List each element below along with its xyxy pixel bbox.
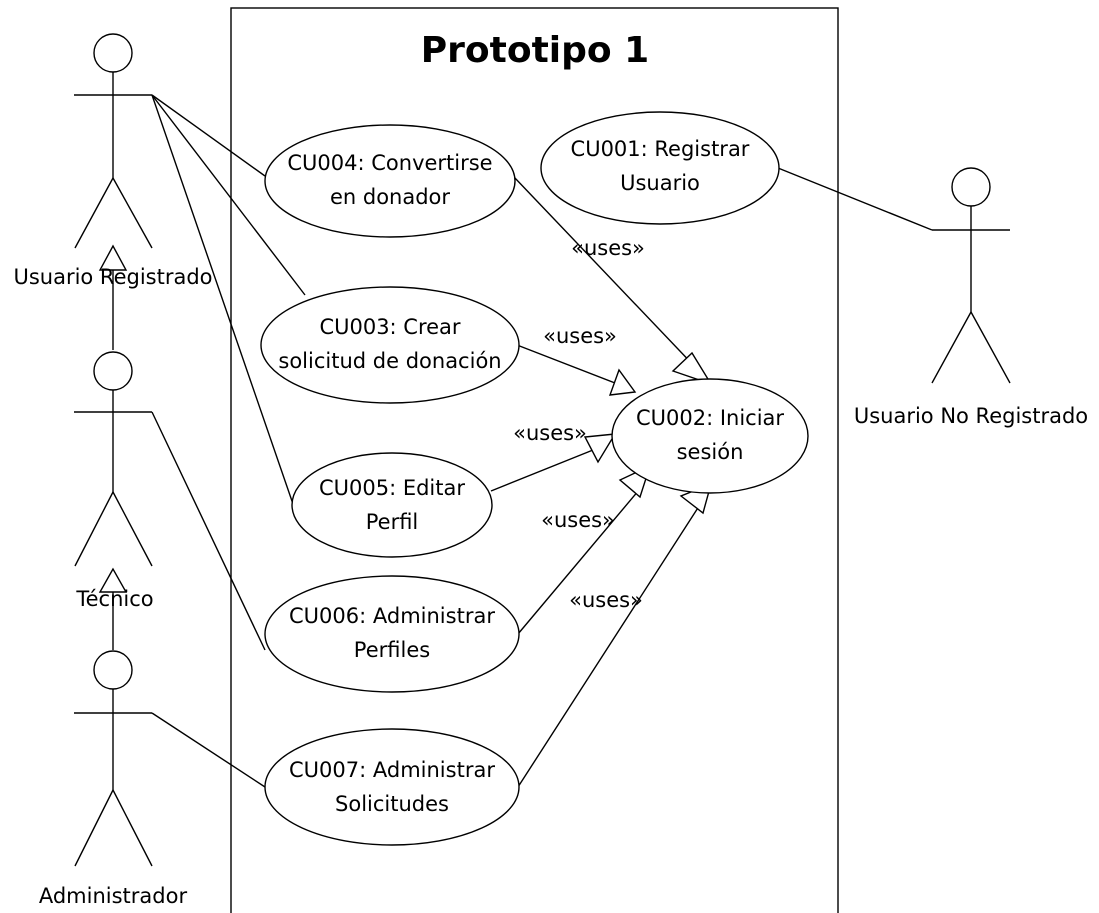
use-case-cu006: CU006: Administrar Perfiles <box>264 575 520 693</box>
uses-labels: «uses» «uses» «uses» «uses» «uses» <box>513 236 645 612</box>
use-case-cu007: CU007: Administrar Solicitudes <box>264 728 520 846</box>
uses-label: «uses» <box>569 588 643 612</box>
use-case-cu002: CU002: Iniciar sesión <box>611 378 809 494</box>
uses-label: «uses» <box>513 421 587 445</box>
actor-label-administrador: Administrador <box>39 884 188 908</box>
use-case-cu005: CU005: Editar Perfil <box>291 452 493 558</box>
svg-text:sesión: sesión <box>677 440 744 464</box>
svg-text:CU001: Registrar: CU001: Registrar <box>571 137 750 161</box>
svg-text:en donador: en donador <box>330 185 450 209</box>
uses-label: «uses» <box>571 236 645 260</box>
svg-text:Solicitudes: Solicitudes <box>335 792 449 816</box>
svg-text:CU002: Iniciar: CU002: Iniciar <box>636 406 784 430</box>
actor-label-usuario-registrado: Usuario Registrado <box>13 265 212 289</box>
svg-text:solicitud de donación: solicitud de donación <box>278 349 501 373</box>
associations <box>151 94 933 788</box>
uses-label: «uses» <box>541 508 615 532</box>
use-case-cu003: CU003: Crear solicitud de donación <box>260 286 520 404</box>
use-case-cu004: CU004: Convertirse en donador <box>264 124 516 238</box>
actor-administrador <box>74 650 153 867</box>
actor-label-usuario-no-registrado: Usuario No Registrado <box>854 404 1088 428</box>
system-title: Prototipo 1 <box>421 30 649 71</box>
svg-text:CU003: Crear: CU003: Crear <box>319 315 460 339</box>
svg-text:CU006: Administrar: CU006: Administrar <box>289 604 495 628</box>
actor-usuario-no-registrado <box>931 167 1011 384</box>
system-boundary <box>230 7 839 913</box>
actor-usuario-registrado <box>74 33 153 249</box>
uses-label: «uses» <box>543 324 617 348</box>
generalization-administrador-tecnico <box>98 567 128 650</box>
actor-tecnico <box>74 351 153 567</box>
svg-text:Usuario: Usuario <box>620 171 700 195</box>
actor-label-tecnico: Técnico <box>75 587 153 611</box>
svg-text:Perfiles: Perfiles <box>354 638 430 662</box>
svg-text:CU004: Convertirse: CU004: Convertirse <box>287 151 492 175</box>
uses-relations <box>490 176 713 788</box>
svg-text:CU005: Editar: CU005: Editar <box>319 476 465 500</box>
svg-text:CU007: Administrar: CU007: Administrar <box>289 758 495 782</box>
generalization-tecnico-registrado <box>98 244 128 350</box>
svg-text:Perfil: Perfil <box>366 510 419 534</box>
use-case-cu001: CU001: Registrar Usuario <box>540 111 780 225</box>
